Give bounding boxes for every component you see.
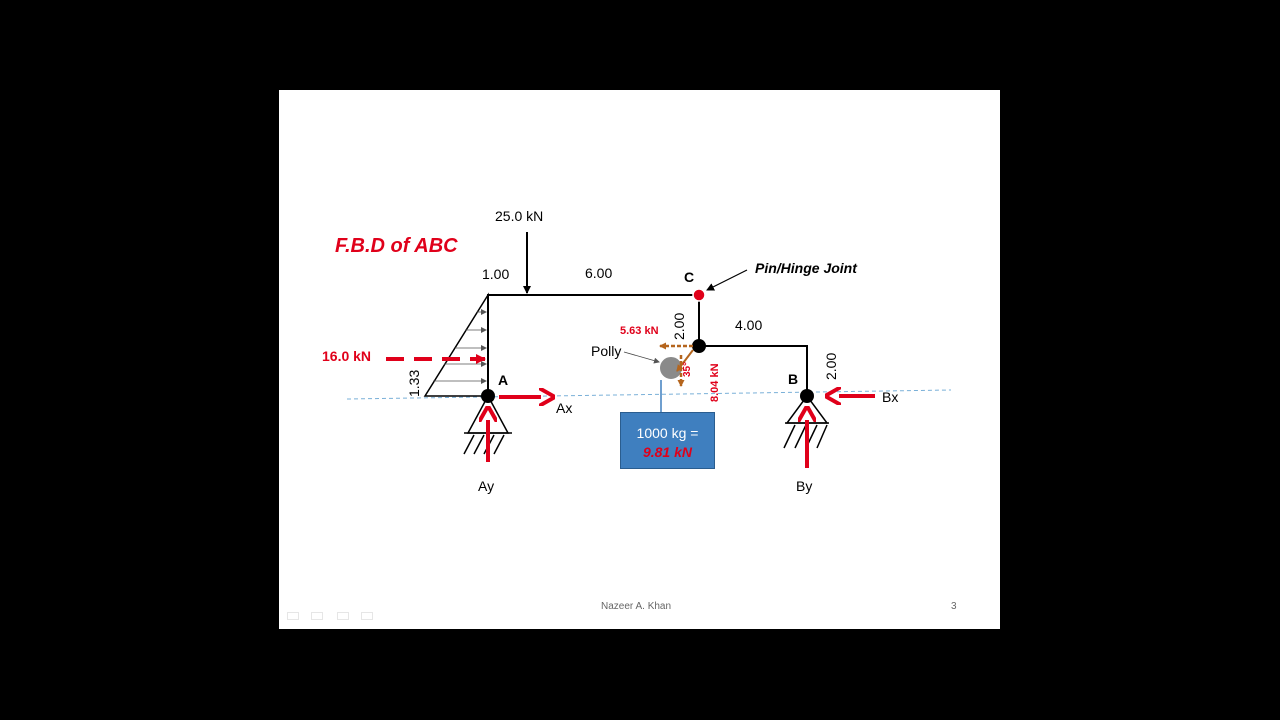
joint-d xyxy=(692,339,706,353)
mass-box: 1000 kg = 9.81 kN xyxy=(620,412,715,469)
force-804-label: 8.04 kN xyxy=(709,363,721,402)
angle-label: 35° xyxy=(682,361,693,377)
joint-a xyxy=(481,389,495,403)
menu-icon[interactable] xyxy=(337,612,349,620)
label-by: By xyxy=(796,478,813,494)
diagram-title: F.B.D of ABC xyxy=(335,235,458,257)
next-slide-icon[interactable] xyxy=(361,612,373,620)
label-b: B xyxy=(788,371,799,387)
label-bx: Bx xyxy=(882,389,899,405)
distributed-load-arrows xyxy=(433,309,487,384)
joint-b xyxy=(800,389,814,403)
polly-label: Polly xyxy=(591,343,622,359)
mass-line2: 9.81 kN xyxy=(642,444,693,460)
distributed-load-triangle xyxy=(423,292,489,397)
dim-2-mid-label: 2.00 xyxy=(671,312,687,340)
label-c: C xyxy=(684,269,695,285)
load-16kn-label: 16.0 kN xyxy=(322,348,372,364)
dim-4-label: 4.00 xyxy=(735,317,763,333)
label-ay: Ay xyxy=(478,478,495,494)
dim-2-right-label: 2.00 xyxy=(823,352,839,380)
dim-1-label: 1.00 xyxy=(482,266,510,282)
frame-member-ac xyxy=(487,294,808,396)
pen-icon[interactable] xyxy=(311,612,323,620)
prev-slide-icon[interactable] xyxy=(287,612,299,620)
pin-pointer-arrow xyxy=(706,269,748,291)
pin-c xyxy=(692,288,706,302)
footer-page-number: 3 xyxy=(951,601,957,612)
mass-line1: 1000 kg = xyxy=(636,425,699,441)
label-a: A xyxy=(498,372,509,388)
force-563-label: 5.63 kN xyxy=(620,325,659,337)
fbd-diagram xyxy=(346,232,952,468)
load-25kn-label: 25.0 kN xyxy=(495,208,544,224)
resultant-arrow xyxy=(676,349,694,372)
footer-author: Nazeer A. Khan xyxy=(601,601,672,612)
dim-133-label: 1.33 xyxy=(406,369,422,397)
pin-hinge-label: Pin/Hinge Joint xyxy=(755,260,857,276)
slide: F.B.D of ABC 25.0 kN 1.00 6.00 C Pin/Hin… xyxy=(279,90,1000,629)
dim-6-label: 6.00 xyxy=(585,265,613,281)
ground-line xyxy=(346,389,952,400)
polly-pointer xyxy=(623,351,660,364)
label-ax: Ax xyxy=(556,400,573,416)
